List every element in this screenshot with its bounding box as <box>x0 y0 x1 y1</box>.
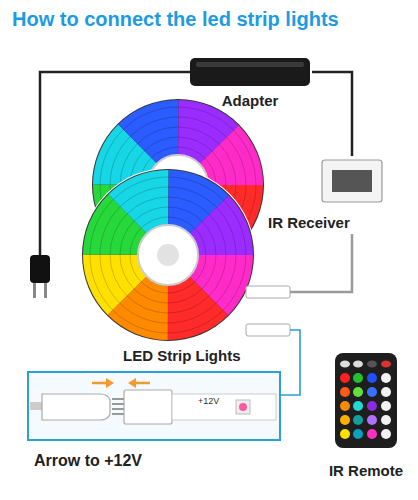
connector-inset <box>136 382 150 385</box>
receiver-box <box>332 170 372 192</box>
strip-connector <box>246 286 290 336</box>
led-strip: LED Strip Lights <box>75 99 290 369</box>
led-coil <box>120 207 216 303</box>
remote-control <box>367 387 377 397</box>
node-label: IR Receiver <box>266 214 352 231</box>
connector-inset <box>239 403 247 411</box>
connector-inset <box>112 403 124 405</box>
wire-line <box>280 330 300 395</box>
wire-line <box>312 72 352 156</box>
node-label: Adapter <box>190 92 310 109</box>
led-coil <box>111 198 225 312</box>
connector-inset <box>30 402 42 410</box>
wire <box>290 234 352 292</box>
remote-control <box>353 373 363 383</box>
led-coil <box>110 197 226 313</box>
wire <box>280 330 300 395</box>
remote-control <box>340 373 350 383</box>
remote-control <box>353 361 363 368</box>
remote-control <box>353 387 363 397</box>
title: How to connect the led strip lights <box>12 8 339 31</box>
led-coil <box>130 217 206 293</box>
remote-control <box>367 373 377 383</box>
led-coil <box>100 187 236 323</box>
adapter: Adapter <box>190 58 312 116</box>
led-coil <box>111 198 225 312</box>
led-coil <box>111 198 225 312</box>
remote-control <box>353 429 363 439</box>
strip-connector <box>246 286 290 298</box>
led-coil <box>111 198 225 312</box>
led-coil <box>82 169 254 341</box>
connector-inset <box>128 378 136 388</box>
remote-control <box>335 353 397 448</box>
led-coil <box>111 198 225 312</box>
connector-inset <box>42 394 110 420</box>
led-coil <box>111 198 225 312</box>
remote-control <box>367 429 377 439</box>
ir-remote: IR Remote <box>318 350 416 484</box>
node-label: +12V <box>198 396 219 406</box>
remote-control <box>381 387 391 397</box>
node-label: Arrow to +12V <box>34 452 142 470</box>
ir-receiver: IR Receiver <box>262 156 390 234</box>
remote-control <box>335 353 397 448</box>
remote-control <box>340 361 350 368</box>
connector-inset <box>112 398 124 400</box>
led-coil <box>90 177 246 333</box>
connector-inset <box>172 394 276 420</box>
remote-control <box>340 429 350 439</box>
remote-control <box>381 429 391 439</box>
remote-control <box>367 415 377 425</box>
connector-inset <box>124 390 172 424</box>
remote-control <box>381 373 391 383</box>
wire <box>312 72 352 156</box>
connector-inset <box>106 378 114 388</box>
wall-plug <box>44 283 47 298</box>
remote-control <box>367 401 377 411</box>
led-coil <box>111 198 225 312</box>
strip-connector <box>246 324 290 336</box>
led-coil <box>138 225 198 285</box>
wall-plug <box>30 255 50 283</box>
remote-control <box>367 361 377 368</box>
connector-inset <box>28 372 280 440</box>
receiver-box <box>322 160 382 202</box>
remote-control <box>381 415 391 425</box>
connector-inset <box>112 408 124 410</box>
wall-plug <box>33 283 36 298</box>
connector-inset <box>92 382 106 385</box>
led-coil <box>111 198 225 312</box>
remote-control <box>340 401 350 411</box>
wire-line <box>290 234 352 292</box>
led-coil <box>81 168 255 342</box>
led-coil <box>81 168 255 342</box>
remote-control <box>381 361 391 368</box>
remote-control <box>381 401 391 411</box>
connector-inset: +12V Arrow to +12V <box>28 372 280 480</box>
receiver-box <box>322 160 382 202</box>
remote-control <box>340 387 350 397</box>
remote-control <box>353 401 363 411</box>
connector-inset <box>28 372 280 440</box>
node-label: LED Strip Lights <box>121 347 243 364</box>
node-label: IR Remote <box>318 462 414 479</box>
adapter-highlight <box>196 62 304 67</box>
remote-control <box>353 415 363 425</box>
remote-control <box>340 415 350 425</box>
connector-inset <box>112 413 124 415</box>
connector-inset <box>236 400 250 414</box>
adapter-box <box>190 58 310 86</box>
wall-plug <box>30 255 50 298</box>
led-coil <box>157 244 179 266</box>
